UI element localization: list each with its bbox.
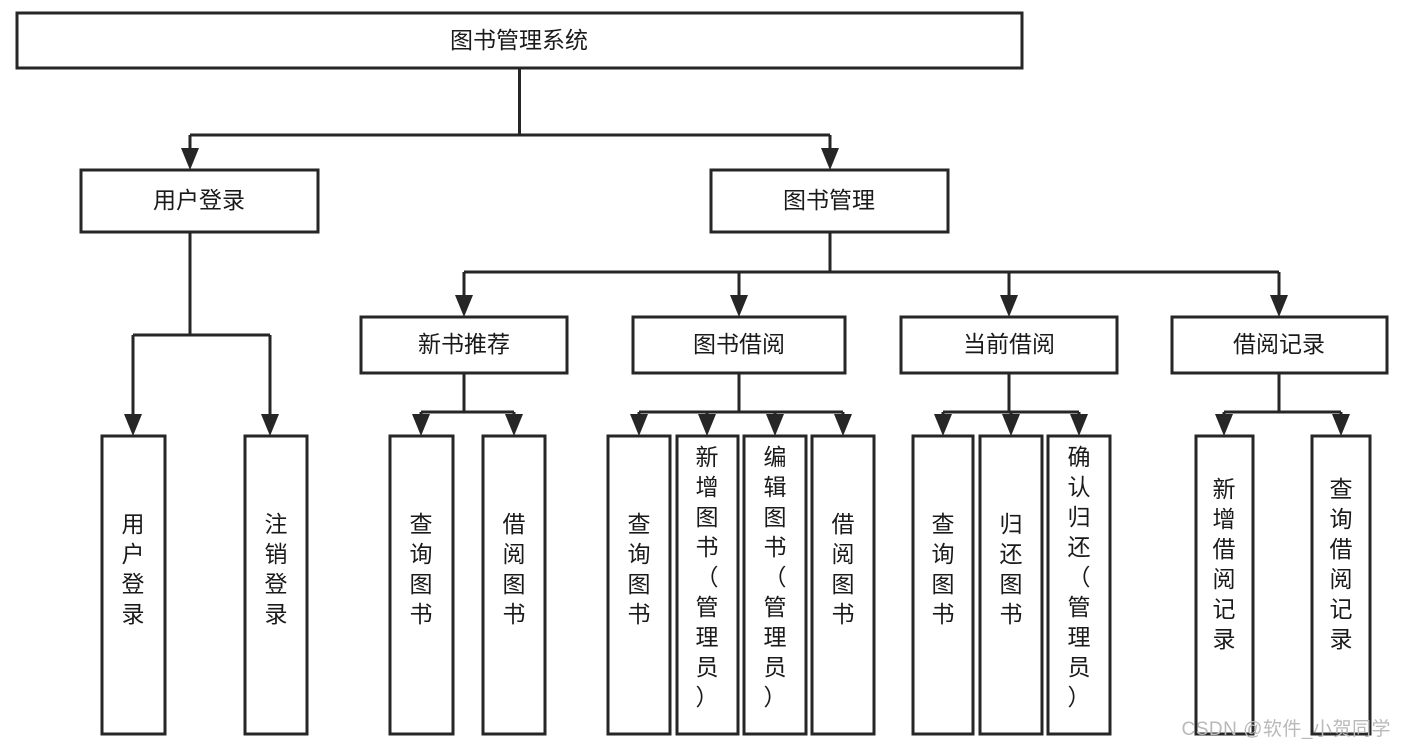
node-leaf-logout[interactable]: 注销登录 [243,434,309,736]
node-user-login-box[interactable] [79,168,320,234]
node-leaf-query-book-3-box[interactable] [911,434,975,736]
node-leaf-return-book-box[interactable] [978,434,1044,736]
node-leaf-return-book[interactable]: 归还图书 [978,434,1044,736]
node-leaf-query-borrow-record[interactable]: 查询借阅记录 [1310,434,1372,736]
arrow-current-borrow [1000,295,1018,317]
node-user-login[interactable]: 用户登录 [79,168,320,234]
node-leaf-logout-label: 注销登录 [265,511,288,627]
node-book-borrow-box[interactable] [631,315,847,375]
node-root-box[interactable] [15,11,1024,70]
connector-group-book-borrow [630,373,852,436]
arrow-leaf-add-book-admin [698,414,716,436]
node-leaf-confirm-return-admin[interactable]: 确认归还（管理员） [1046,434,1112,736]
node-leaf-query-book-2-label: 查询图书 [628,511,651,627]
arrow-new-book-recommend [455,295,473,317]
node-leaf-query-book-1-label: 查询图书 [410,511,433,627]
connector-group-new-book-recommend [412,373,523,436]
arrow-leaf-query-borrow-record [1332,414,1350,436]
node-current-borrow[interactable]: 当前借阅 [899,315,1119,375]
arrow-leaf-confirm-return-admin [1070,414,1088,436]
node-leaf-add-book-admin-box[interactable] [675,434,740,736]
arrow-book-borrow [730,295,748,317]
node-leaf-borrow-book-2-label: 借阅图书 [832,511,855,627]
node-leaf-query-borrow-record-label: 查询借阅记录 [1330,476,1353,652]
arrow-leaf-borrow-book-2 [834,414,852,436]
node-leaf-confirm-return-admin-label: 确认归还（管理员） [1068,444,1091,710]
node-leaf-edit-book-admin-box[interactable] [742,434,808,736]
node-current-borrow-label: 当前借阅 [963,331,1055,357]
node-book-management-box[interactable] [709,168,950,234]
node-leaf-borrow-book-2[interactable]: 借阅图书 [810,434,876,736]
node-leaf-edit-book-admin[interactable]: 编辑图书（管理员） [742,434,808,736]
arrow-user-login [181,148,199,170]
connector-group-root [181,68,839,170]
node-user-login-label: 用户登录 [153,187,245,213]
arrow-leaf-query-book-2 [630,414,648,436]
connector-group-borrow-record [1215,373,1350,436]
node-leaf-query-book-1[interactable]: 查询图书 [388,434,455,736]
node-root[interactable]: 图书管理系统 [15,11,1024,70]
node-leaf-query-book-3[interactable]: 查询图书 [911,434,975,736]
arrow-leaf-user-login [124,414,142,436]
node-book-borrow-label: 图书借阅 [693,331,785,357]
node-leaf-query-borrow-record-box[interactable] [1310,434,1372,736]
node-leaf-query-book-2-box[interactable] [606,434,672,736]
arrow-book-management [821,148,839,170]
node-leaf-edit-book-admin-label: 编辑图书（管理员） [764,444,787,710]
arrow-leaf-borrow-book-1 [505,414,523,436]
node-borrow-record-label: 借阅记录 [1233,331,1325,357]
node-leaf-add-book-admin[interactable]: 新增图书（管理员） [675,434,740,736]
node-book-management-label: 图书管理 [783,187,875,213]
node-leaf-add-borrow-record-label: 新增借阅记录 [1213,476,1236,652]
node-book-borrow[interactable]: 图书借阅 [631,315,847,375]
node-leaf-query-book-1-box[interactable] [388,434,455,736]
node-book-management[interactable]: 图书管理 [709,168,950,234]
node-current-borrow-box[interactable] [899,315,1119,375]
node-leaf-user-login[interactable]: 用户登录 [100,434,167,736]
arrow-leaf-add-borrow-record [1215,414,1233,436]
node-leaf-add-book-admin-label: 新增图书（管理员） [696,444,719,710]
arrow-borrow-record [1270,295,1288,317]
node-leaf-confirm-return-admin-box[interactable] [1046,434,1112,736]
arrow-leaf-logout [261,414,279,436]
node-leaf-return-book-label: 归还图书 [1000,511,1023,627]
node-borrow-record-box[interactable] [1170,315,1389,375]
node-leaf-borrow-book-1-label: 借阅图书 [503,511,526,627]
arrow-leaf-query-book-1 [412,414,430,436]
connector-group-user-login [124,232,279,436]
node-new-book-recommend-label: 新书推荐 [418,331,510,357]
arrow-leaf-edit-book-admin [766,414,784,436]
connector-group-book-management [455,232,1288,317]
connector-group-current-borrow [934,373,1088,436]
node-leaf-user-login-box[interactable] [100,434,167,736]
arrow-leaf-return-book [1002,414,1020,436]
node-leaf-add-borrow-record[interactable]: 新增借阅记录 [1194,434,1255,736]
node-leaf-borrow-book-1-box[interactable] [481,434,547,736]
node-root-label: 图书管理系统 [450,27,588,53]
node-leaf-logout-box[interactable] [243,434,309,736]
node-leaf-query-book-3-label: 查询图书 [932,511,955,627]
node-leaf-add-borrow-record-box[interactable] [1194,434,1255,736]
node-new-book-recommend-box[interactable] [359,315,569,375]
node-new-book-recommend[interactable]: 新书推荐 [359,315,569,375]
arrow-leaf-query-book-3 [934,414,952,436]
node-leaf-borrow-book-2-box[interactable] [810,434,876,736]
node-leaf-borrow-book-1[interactable]: 借阅图书 [481,434,547,736]
node-borrow-record[interactable]: 借阅记录 [1170,315,1389,375]
node-leaf-query-book-2[interactable]: 查询图书 [606,434,672,736]
node-leaf-user-login-label: 用户登录 [122,511,145,627]
